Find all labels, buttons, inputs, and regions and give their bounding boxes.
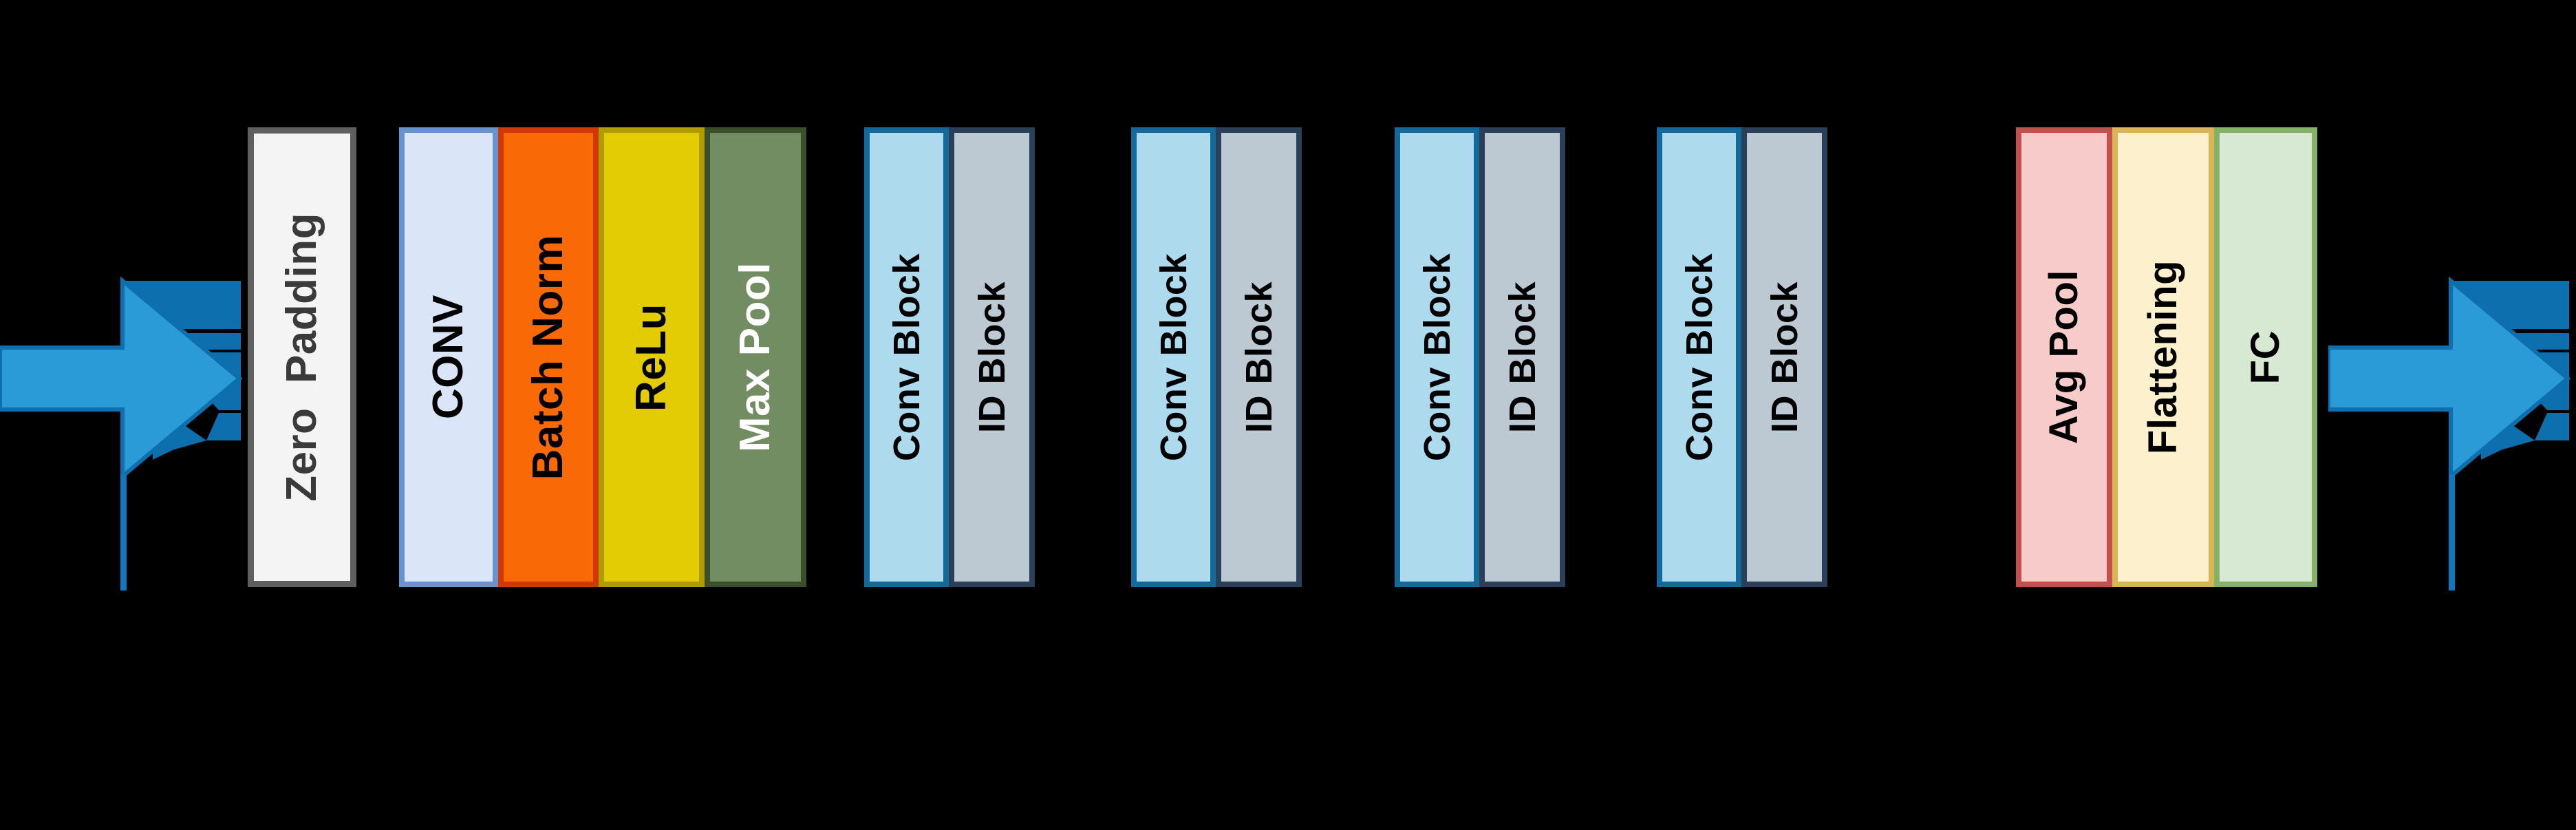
- block-flattening[interactable]: Flattening: [2112, 127, 2214, 587]
- block-label-id-block-4: ID Block: [1763, 281, 1805, 434]
- block-label-conv-block-1: Conv Block: [886, 253, 927, 462]
- block-id-block-3[interactable]: ID Block: [1479, 127, 1565, 587]
- block-conv-block-1[interactable]: Conv Block: [864, 127, 949, 587]
- block-conv[interactable]: CONV: [399, 127, 498, 587]
- block-label-max-pool: Max Pool: [731, 262, 779, 453]
- block-label-relu: ReLu: [627, 303, 675, 412]
- block-id-block-2[interactable]: ID Block: [1216, 127, 1302, 587]
- block-label-id-block-3: ID Block: [1501, 281, 1543, 434]
- block-label-zero-padding: Zero Padding: [278, 213, 325, 502]
- block-avg-pool[interactable]: Avg Pool: [2016, 127, 2112, 587]
- block-label-conv: CONV: [425, 295, 472, 420]
- block-id-block-4[interactable]: ID Block: [1741, 127, 1827, 587]
- block-label-conv-block-3: Conv Block: [1416, 253, 1458, 462]
- block-label-conv-block-4: Conv Block: [1678, 253, 1720, 462]
- input-arrow: [0, 275, 248, 599]
- block-label-fc: FC: [2243, 330, 2288, 385]
- block-relu[interactable]: ReLu: [599, 127, 705, 587]
- output-arrow: [2328, 275, 2576, 599]
- block-conv-block-4[interactable]: Conv Block: [1657, 127, 1741, 587]
- block-label-id-block-2: ID Block: [1238, 281, 1280, 434]
- block-label-avg-pool: Avg Pool: [2041, 270, 2086, 445]
- block-zero-padding[interactable]: Zero Padding: [248, 127, 356, 587]
- block-max-pool[interactable]: Max Pool: [705, 127, 806, 587]
- block-label-batch-norm: Batch Norm: [524, 234, 572, 480]
- block-label-flattening: Flattening: [2140, 259, 2185, 455]
- block-id-block-1[interactable]: ID Block: [949, 127, 1035, 587]
- block-batch-norm[interactable]: Batch Norm: [498, 127, 599, 587]
- block-conv-block-2[interactable]: Conv Block: [1131, 127, 1216, 587]
- block-fc[interactable]: FC: [2214, 127, 2317, 587]
- block-conv-block-3[interactable]: Conv Block: [1395, 127, 1479, 587]
- block-label-conv-block-2: Conv Block: [1152, 253, 1194, 462]
- block-label-id-block-1: ID Block: [971, 281, 1013, 434]
